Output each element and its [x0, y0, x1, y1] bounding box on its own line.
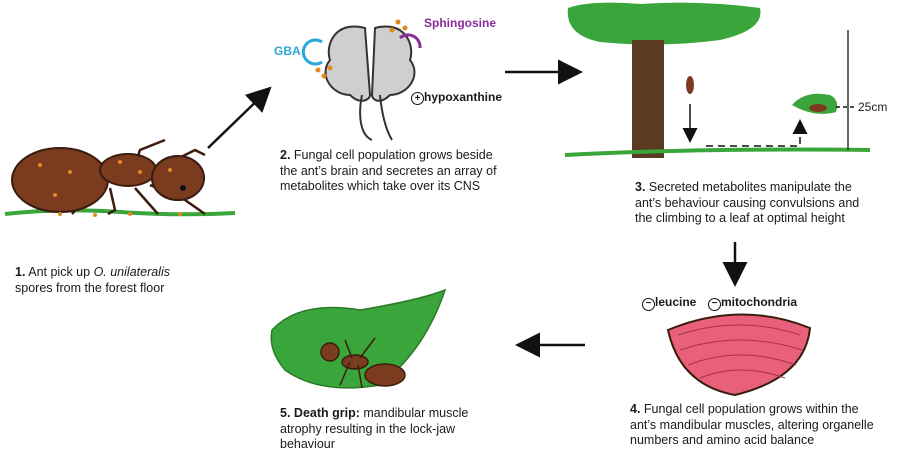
minus-circle-icon: −: [708, 298, 721, 311]
ant-head-icon: [151, 155, 205, 201]
climb-arrow: [706, 119, 808, 147]
step-1-caption: 1. Ant pick up O. unilateralis spores fr…: [15, 265, 170, 295]
leaf-icon: [270, 288, 447, 389]
gba-arrow-icon: [301, 38, 323, 66]
plus-circle-icon: +: [411, 92, 424, 105]
panel-2-brain: [301, 19, 422, 141]
tree-trunk: [632, 40, 664, 158]
step-3-caption: 3. Secreted metabolites manipulate the a…: [635, 180, 860, 225]
step-4-caption: 4. Fungal cell population grows within t…: [630, 402, 874, 447]
leucine-label: −leucine: [642, 295, 696, 311]
gba-label: GBA: [274, 44, 301, 58]
sphingosine-label: Sphingosine: [424, 16, 496, 30]
dead-ant-legs: [339, 337, 376, 389]
leaf-ant-icon: [809, 104, 827, 112]
dead-ant-abdomen: [364, 363, 406, 387]
panel-4-muscle: [666, 313, 812, 397]
spore-dots: [38, 160, 182, 217]
panel-1-ant-on-floor: [4, 138, 236, 217]
ground-line: [564, 147, 871, 157]
hypoxanthine-label: +hypoxanthine: [411, 90, 502, 105]
step-5-caption: 5. Death grip: mandibular muscle atrophy…: [280, 406, 469, 451]
ant-eye: [180, 185, 186, 191]
small-ant-icon: [686, 76, 694, 94]
ant-abdomen: [11, 147, 109, 213]
minus-circle-icon: −: [642, 298, 655, 311]
panel-3-tree: [564, 2, 871, 158]
brain-left-hemisphere: [324, 25, 372, 102]
tree-canopy: [567, 2, 761, 45]
dead-ant-thorax: [341, 354, 369, 370]
arrow-step1-to-step2: [207, 86, 272, 149]
mitochondria-label: −mitochondria: [708, 295, 797, 311]
forest-floor-line: [4, 208, 236, 217]
brain-right-hemisphere: [370, 25, 416, 102]
dead-ant-head: [320, 342, 340, 362]
height-label: 25cm: [858, 100, 888, 114]
muscle-fibres: [677, 324, 803, 379]
sphingosine-arrow-icon: [398, 33, 422, 49]
metabolite-dots: [315, 19, 408, 79]
step-2-caption: 2. Fungal cell population grows beside t…: [280, 148, 497, 193]
ant-thorax: [99, 153, 157, 187]
panel-5-death-grip: [270, 288, 447, 389]
brain-stem: [359, 94, 393, 141]
